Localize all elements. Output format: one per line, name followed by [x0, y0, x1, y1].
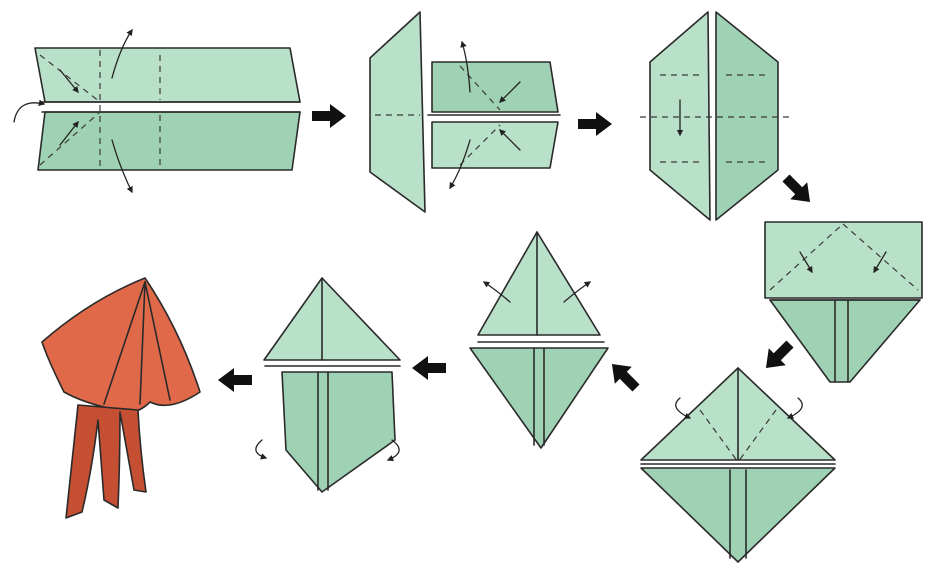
- step-6-upper-kite: [478, 232, 600, 335]
- turn-over-arrow-icon: [256, 440, 266, 458]
- turn-over-arrow-icon: [788, 398, 802, 418]
- step-2-right-block-lower: [432, 122, 558, 168]
- step-7-head: [264, 278, 400, 360]
- step-8-finished-squid: [42, 278, 200, 518]
- flow-arrow-icon: [218, 368, 252, 392]
- step-7-body: [282, 372, 395, 492]
- step-5-lower-kite: [641, 468, 835, 562]
- step-1-top-flap: [35, 48, 300, 102]
- turn-over-arrow-icon: [14, 103, 44, 122]
- step-3: [640, 12, 790, 220]
- step-5: [641, 368, 835, 562]
- step-4-skirt: [770, 300, 920, 382]
- step-6-lower-kite: [470, 348, 608, 448]
- flow-arrow-icon: [603, 355, 644, 396]
- step-6: [470, 232, 608, 448]
- step-4-roof: [765, 222, 922, 298]
- flow-arrow-icon: [578, 112, 612, 136]
- step-1: [14, 30, 300, 192]
- squid-tentacles: [66, 405, 146, 518]
- flow-arrow-icon: [312, 104, 346, 128]
- step-2: [370, 12, 560, 212]
- flow-arrow-icon: [757, 336, 798, 377]
- step-4: [765, 222, 922, 382]
- flow-arrow-icon: [778, 170, 819, 211]
- step-2-left-wing: [370, 12, 425, 212]
- step-7: [256, 278, 400, 492]
- flow-arrow-icon: [412, 356, 446, 380]
- step-3-right-half: [716, 12, 778, 220]
- step-1-bottom-flap: [38, 112, 300, 170]
- step-2-right-block: [432, 62, 558, 112]
- squid-hood: [42, 278, 200, 413]
